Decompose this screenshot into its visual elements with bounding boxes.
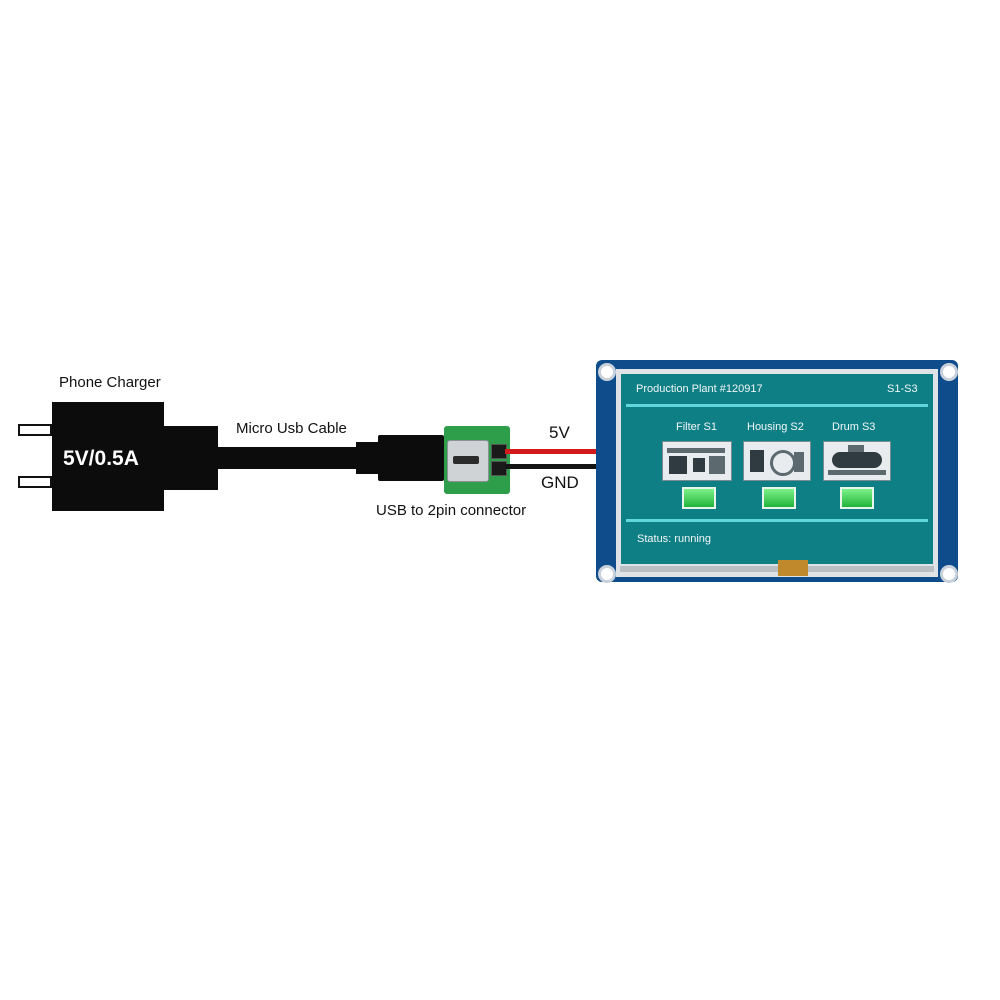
mount-hole-bl [598,565,616,583]
mount-hole-br [940,565,958,583]
charger-plug-stub [164,426,218,490]
micro-usb-cable-label: Micro Usb Cable [236,420,347,437]
wire-5v [505,449,598,454]
station-label-drum-s3: Drum S3 [832,421,876,433]
micro-usb-slot [453,456,479,464]
screen-range: S1-S3 [887,383,918,395]
phone-charger [52,402,164,511]
phone-charger-label: Phone Charger [59,374,161,391]
cable-strain-relief [356,442,380,474]
station-label-housing-s2: Housing S2 [747,421,804,433]
fpc-connector [778,560,808,576]
drum-s3-status-button[interactable] [840,487,874,509]
housing-s2-status-button[interactable] [762,487,796,509]
wire-gnd [505,464,598,469]
micro-usb-cable [218,447,358,469]
charger-rating-label: 5V/0.5A [63,447,139,470]
screen-divider-top [626,404,928,407]
status-text: Status: running [637,533,711,545]
charger-prong-top [18,424,52,436]
charger-prong-bottom [18,476,52,488]
filter-machine-image [662,441,732,481]
micro-usb-plug [378,435,444,481]
mount-hole-tl [598,363,616,381]
wire-gnd-label: GND [541,473,579,492]
screen-divider-bottom [626,519,928,522]
touch-ribbon [620,566,934,572]
station-label-filter-s1: Filter S1 [676,421,717,433]
drum-machine-image [823,441,891,481]
housing-machine-image [743,441,811,481]
screen-title: Production Plant #120917 [636,383,763,395]
wire-5v-label: 5V [549,423,570,442]
usb-connector-label: USB to 2pin connector [376,502,527,519]
filter-s1-status-button[interactable] [682,487,716,509]
mount-hole-tr [940,363,958,381]
